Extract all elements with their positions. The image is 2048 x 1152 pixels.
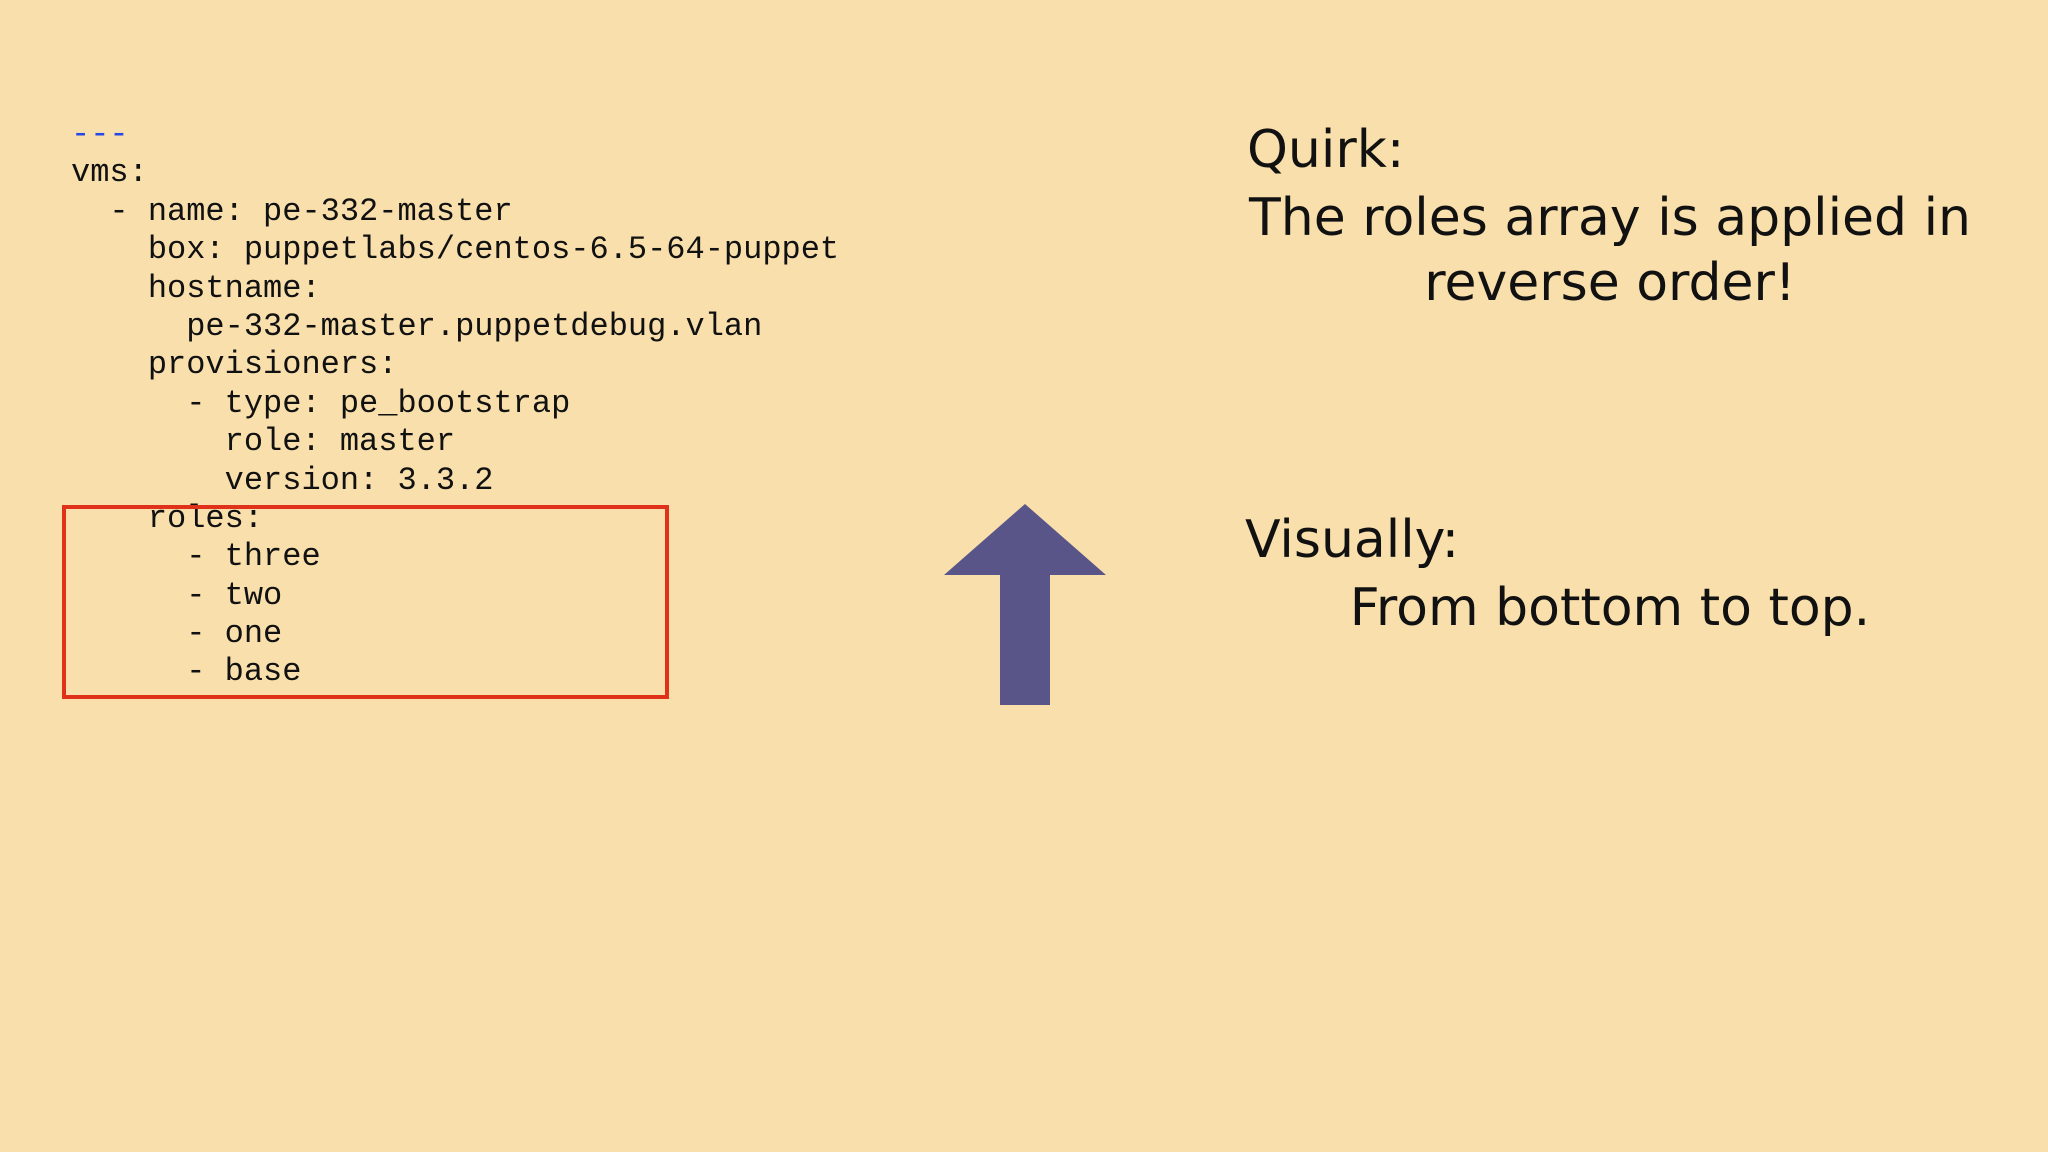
visually-description: From bottom to top. — [1349, 578, 1871, 638]
code-line: --- — [71, 116, 129, 153]
roles-highlight-box — [62, 505, 669, 699]
code-line: - base — [71, 653, 302, 691]
code-line: - name: pe-332-master — [71, 192, 513, 230]
code-line: box: puppetlabs/centos-6.5-64-puppet — [71, 231, 840, 269]
code-line: version: 3.3.2 — [71, 461, 494, 499]
code-line: role: master — [71, 423, 456, 461]
quirk-description: The roles array is applied in reverse or… — [1248, 188, 1971, 313]
code-line: - two — [71, 576, 283, 614]
code-line: pe-332-master.puppetdebug.vlan — [71, 307, 763, 345]
quirk-heading: Quirk: — [1247, 120, 1405, 180]
code-line: vms: — [71, 154, 148, 192]
code-line: hostname: — [71, 269, 321, 307]
visually-heading: Visually: — [1245, 510, 1460, 570]
up-arrow-icon — [944, 504, 1106, 705]
yaml-code-block: ---vms: - name: pe-332-master box: puppe… — [71, 116, 839, 692]
up-arrow-shape — [944, 504, 1106, 705]
code-line: - three — [71, 538, 321, 576]
code-line: provisioners: — [71, 346, 398, 384]
code-line: - one — [71, 615, 283, 653]
code-line: - type: pe_bootstrap — [71, 384, 571, 422]
